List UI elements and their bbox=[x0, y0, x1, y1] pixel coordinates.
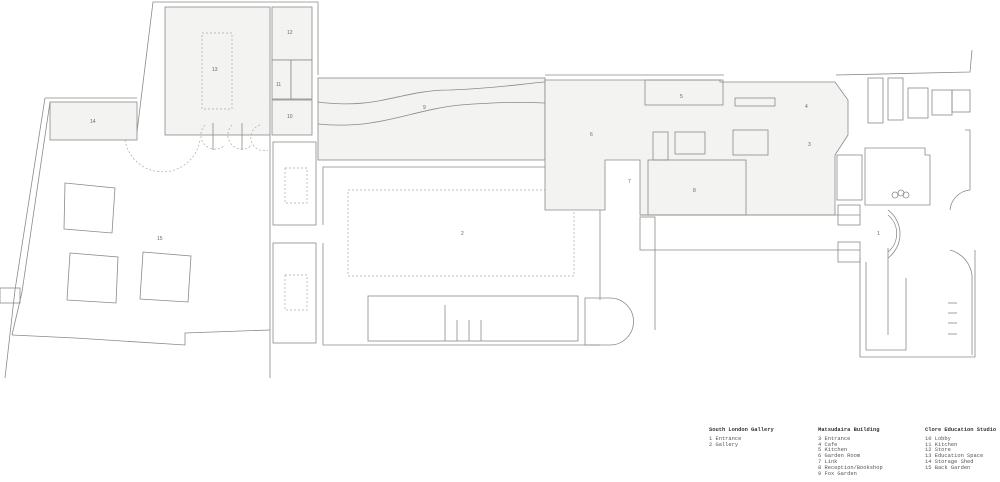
room-label-1: 1 bbox=[877, 231, 880, 237]
room-label-9: 9 bbox=[423, 105, 426, 111]
legend-matsudaira-building: Matsudaira Building 3 Entrance 4 Cafe 5 … bbox=[818, 427, 883, 477]
legend-item: 12 Store bbox=[925, 447, 951, 454]
legend-item: 9 Fox Garden bbox=[818, 470, 857, 477]
room-label-7: 7 bbox=[628, 179, 631, 185]
room-label-14: 14 bbox=[90, 119, 96, 125]
room-label-10: 10 bbox=[287, 114, 293, 120]
legend-item: 2 Gallery bbox=[709, 441, 739, 448]
planter bbox=[66, 252, 119, 304]
room-13-education-space bbox=[164, 6, 271, 136]
room-12-store bbox=[271, 6, 313, 61]
legend-item: 15 Back Garden bbox=[925, 464, 971, 471]
legend-item: 7 Link bbox=[818, 458, 838, 465]
legend-item: 6 Garden Room bbox=[818, 453, 861, 460]
legend-item: 11 Kitchen bbox=[925, 441, 958, 448]
room-label-13: 13 bbox=[212, 67, 218, 73]
room-10-lobby bbox=[271, 99, 313, 136]
legend-item: 13 Education Space bbox=[925, 453, 984, 460]
legend-item: 4 Cafe bbox=[818, 441, 838, 448]
legend-item: 10 Lobby bbox=[925, 435, 951, 442]
legend-item: 14 Storage Shed bbox=[925, 458, 974, 465]
room-11-kitchen bbox=[271, 59, 292, 100]
legend-clore-education-studio: Clore Education Studio 10 Lobby 11 Kitch… bbox=[925, 427, 997, 472]
legend-item: 1 Entrance bbox=[709, 435, 742, 442]
south-london-gallery-entrance bbox=[835, 49, 976, 358]
matsudaira-building bbox=[544, 74, 860, 251]
planter bbox=[139, 251, 192, 303]
legend-south-london-gallery: South London Gallery 1 Entrance 2 Galler… bbox=[709, 427, 774, 448]
legend-item: 8 Reception/Bookshop bbox=[818, 464, 883, 471]
legend-title: South London Gallery bbox=[709, 427, 774, 433]
clore-education-studio bbox=[45, 1, 319, 141]
legend-item: 3 Entrance bbox=[818, 435, 851, 442]
room-14-storage-shed bbox=[49, 101, 138, 141]
legend-title: Clore Education Studio bbox=[925, 427, 997, 433]
fox-garden bbox=[317, 77, 546, 161]
room-label-6: 6 bbox=[590, 132, 593, 138]
room-label-2: 2 bbox=[461, 231, 464, 237]
room-label-11: 11 bbox=[276, 82, 281, 88]
room-label-15: 15 bbox=[157, 236, 163, 242]
back-garden bbox=[0, 97, 271, 379]
legend-title: Matsudaira Building bbox=[818, 427, 880, 433]
room-label-8: 8 bbox=[693, 188, 696, 194]
gallery bbox=[272, 141, 656, 346]
planter bbox=[63, 182, 116, 234]
room-label-5: 5 bbox=[680, 94, 683, 100]
room-label-3: 3 bbox=[808, 142, 811, 148]
room-label-4: 4 bbox=[805, 104, 808, 110]
room-label-12: 12 bbox=[287, 30, 293, 36]
legend-item: 5 Kitchen bbox=[818, 447, 848, 454]
